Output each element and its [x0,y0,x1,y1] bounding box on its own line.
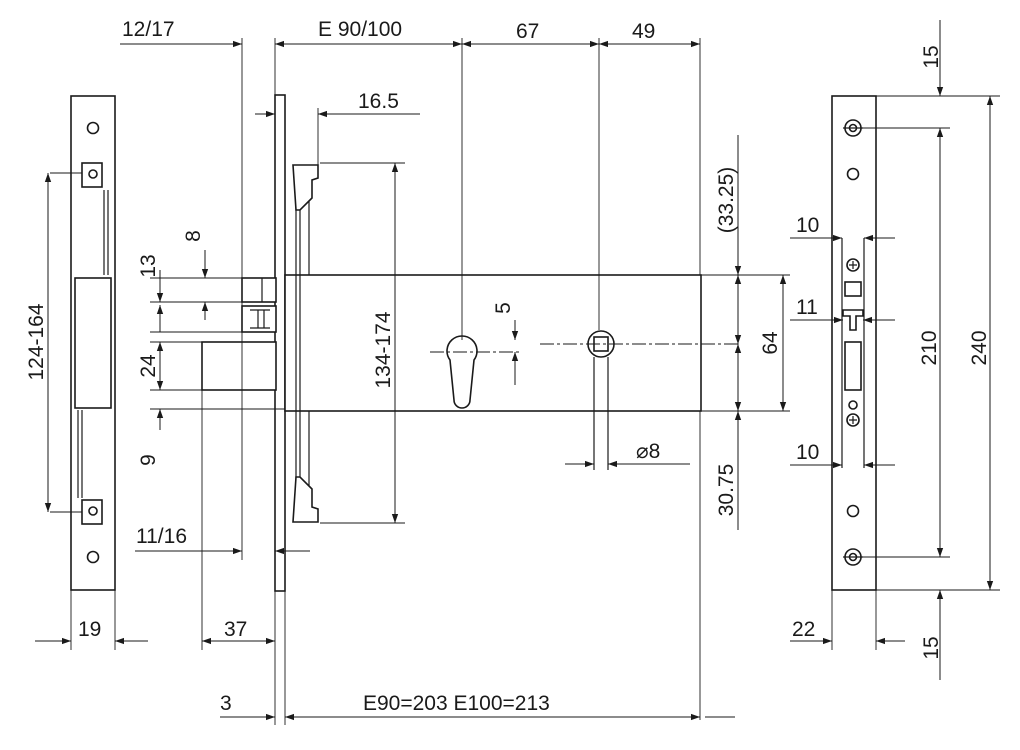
rod-hook-top [292,164,319,211]
forend-hole-bottom [846,504,860,518]
dead-bolt [201,341,277,391]
dim-124-164: 124-164 [25,303,48,380]
strike-screw-hole-top [86,121,100,135]
forend-bolt-window [844,341,862,391]
strike-screw-hole-bottom [86,550,100,564]
dim-49: 49 [632,20,655,43]
lock-body-side [201,94,740,592]
dim-210: 210 [918,330,941,365]
dim-e90-100: E 90/100 [318,18,402,41]
dim-16-5: 16.5 [358,90,399,113]
dim-15-top: 15 [920,45,943,68]
dim-5: 5 [492,302,515,314]
rod-hook-bottom [292,476,319,523]
dim-15-bottom: 15 [920,636,943,659]
forend-hole-top [846,167,860,181]
dim-22: 22 [792,618,815,641]
dim-134-174: 134-174 [372,311,395,388]
dim-3: 3 [220,692,232,715]
dim-13: 13 [137,254,160,277]
dim-30-75: 30.75 [715,464,738,517]
latch-bolt [241,277,277,303]
dim-37: 37 [224,618,247,641]
extension-lines [50,38,1000,725]
dim-19: 19 [78,618,101,641]
dim-67: 67 [516,20,539,43]
dim-8: 8 [182,230,205,242]
strike-adjuster-bottom-hole [88,506,98,516]
strike-adjuster-top-hole [88,169,98,179]
dim-e90-e100: E90=203 E100=213 [363,692,550,715]
strike-latch-opening [74,277,112,409]
dim-240: 240 [968,330,991,365]
strike-plate [70,95,116,591]
forend-latch-t [842,309,864,331]
dim-64: 64 [759,331,782,355]
dim-11-16: 11/16 [136,525,187,548]
dim-10-bottom: 10 [796,441,819,464]
dimension-lines [35,20,994,721]
dim-11: 11 [796,296,818,319]
dim-10-top: 10 [796,214,819,237]
cylinder-keyhole [446,335,478,409]
forend-small-hole [848,400,858,410]
dim-diameter-8: ⌀8 [636,440,660,463]
dimension-labels: 12/17 E 90/100 67 49 16.5 11/16 19 37 3 … [25,18,991,715]
dim-33-25: (33.25) [715,167,738,234]
lock-case [284,274,702,412]
dim-12-17: 12/17 [122,18,175,41]
dim-24: 24 [137,354,160,378]
dim-9: 9 [137,454,160,466]
forend-front-view [831,95,877,591]
forend-latch-window [844,281,862,297]
